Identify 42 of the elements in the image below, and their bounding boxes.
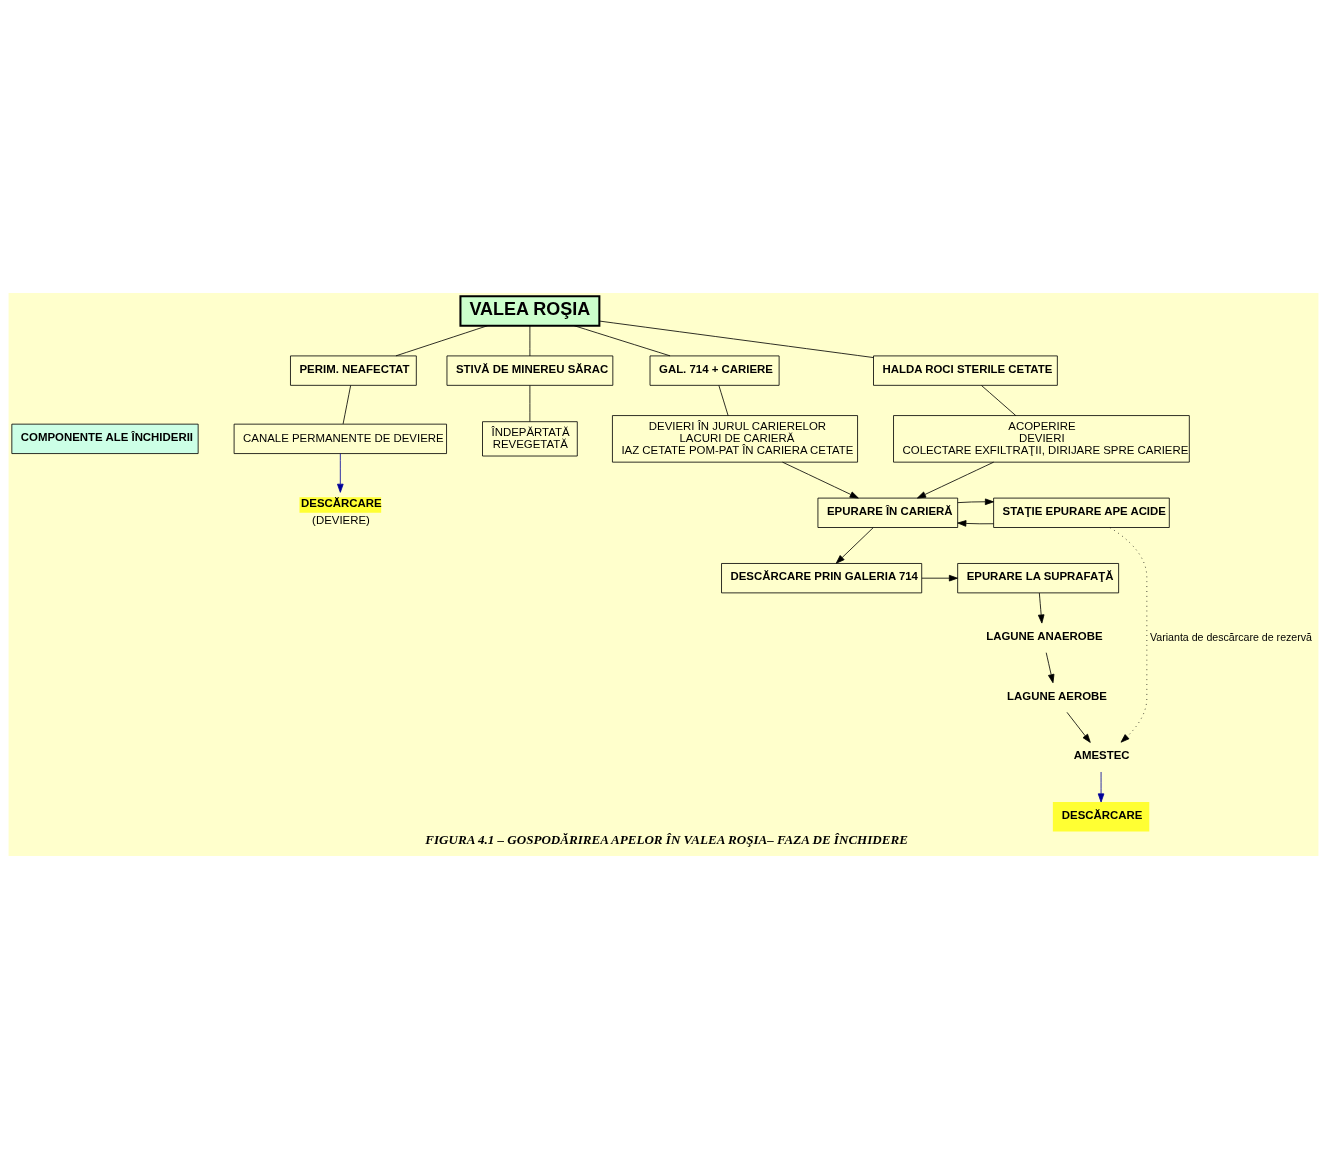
arrow	[337, 453, 344, 493]
node-box: STAŢIE EPURARE APE ACIDE	[993, 497, 1170, 528]
arrow	[1109, 527, 1148, 743]
arrow	[1037, 592, 1045, 624]
node-box: DESCĂRCARE PRIN GALERIA 714	[721, 563, 923, 594]
node-box: DESCĂRCARE	[299, 497, 382, 513]
arrow	[1066, 711, 1091, 743]
connector	[599, 320, 874, 358]
node-text: LAGUNE AEROBE	[1007, 689, 1107, 702]
connector	[342, 385, 352, 425]
connector	[529, 325, 531, 357]
arrow	[957, 498, 994, 506]
node-box: GAL. 714 + CARIERE	[649, 355, 780, 386]
node-box: EPURARE LA SUPRAFAŢĂ	[957, 563, 1120, 594]
node-box: COMPONENTE ALE ÎNCHIDERII	[11, 423, 199, 454]
arrow	[782, 461, 859, 499]
connector	[573, 325, 671, 357]
node-box: CANALE PERMANENTE DE DEVIERE	[233, 423, 447, 454]
node-box: DESCĂRCARE	[1052, 802, 1150, 832]
connector	[395, 325, 489, 357]
node-box: EPURARE ÎN CARIERĂ	[817, 497, 959, 528]
arrow	[1045, 652, 1055, 684]
arrow	[1097, 771, 1105, 803]
node-text: LAGUNE ANAEROBE	[986, 630, 1103, 643]
arrow	[957, 520, 994, 527]
edge-label: Varianta de descărcare de rezervă	[1150, 630, 1312, 643]
node-label: (DEVIERE)	[312, 513, 370, 526]
arrow	[921, 574, 958, 582]
node-box: ACOPERIRE DEVIERI COLECTARE EXFILTRAŢII, DIRIJARE SPRE CARIERE	[893, 415, 1190, 463]
node-box: STIVĂ DE MINEREU SĂRAC	[446, 355, 614, 386]
node-box: PERIM. NEAFECTAT	[290, 355, 417, 386]
node-box: HALDA ROCI STERILE CETATE	[873, 355, 1058, 386]
arrow	[835, 527, 874, 564]
connector	[981, 385, 1017, 416]
caption: FIGURA 4.1 – GOSPODĂRIREA APELOR ÎN VALEA ROŞIA– FAZA DE ÎNCHIDERE	[425, 832, 908, 848]
node-box: DEVIERI ÎN JURUL CARIERELOR LACURI DE CARIERĂ IAZ CETATE POM-PAT ÎN CARIERA CETATE	[612, 415, 858, 463]
connector	[529, 385, 531, 422]
node-box: VALEA ROŞIA	[459, 295, 601, 327]
node-box: ÎNDEPĂRTATĂ REVEGETATĂ	[482, 421, 578, 457]
arrow	[917, 461, 995, 499]
connector	[718, 385, 729, 416]
node-text: AMESTEC	[1073, 749, 1130, 762]
